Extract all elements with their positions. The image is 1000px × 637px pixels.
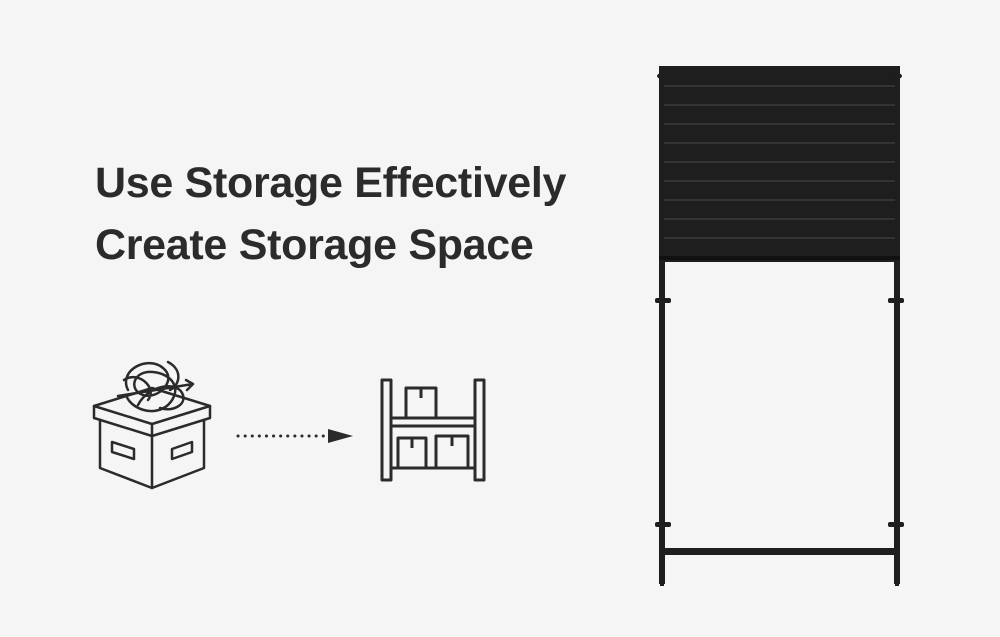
slatwall-storage-rack [655,66,904,586]
headline-line-2: Create Storage Space [95,221,534,269]
messy-storage-box-icon [92,360,212,490]
headline: Use Storage Effectively Create Storage S… [95,152,566,276]
rack-upright-right [894,66,900,584]
slatwall-panel [659,66,900,262]
organized-shelf-icon [380,378,486,482]
dotted-arrow-right-icon [236,429,353,443]
rack-upright-left [659,66,665,584]
rack-crossbar [665,548,894,555]
headline-line-1: Use Storage Effectively [95,159,567,207]
